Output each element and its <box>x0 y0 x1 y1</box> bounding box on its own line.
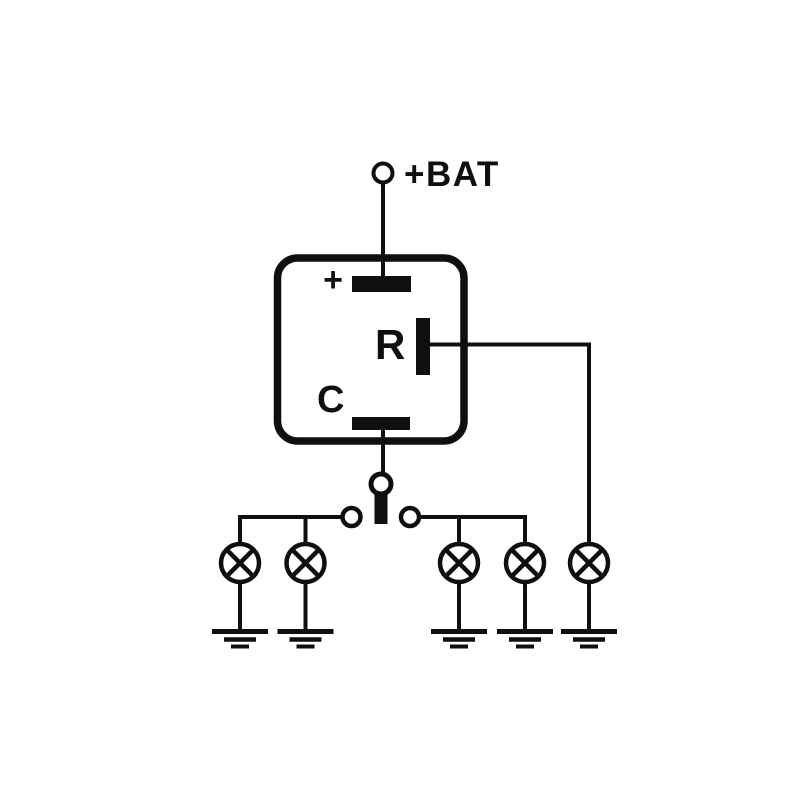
plus-terminal-label: + <box>323 261 343 299</box>
r-terminal-label: R <box>375 321 405 368</box>
lamp-cross <box>444 548 474 578</box>
c-terminal-bar <box>352 417 410 430</box>
lamp-3 <box>437 541 481 632</box>
ground-3 <box>431 629 487 649</box>
right-branch-wiring <box>419 515 527 545</box>
plus-terminal-bar <box>352 276 411 292</box>
switch-lever <box>374 494 388 524</box>
ground-5 <box>561 629 617 649</box>
wire-r-to-lamp5 <box>430 342 591 546</box>
ground-2 <box>277 629 334 649</box>
battery-label: +BAT <box>404 155 500 194</box>
relay-box: + R C <box>273 254 468 445</box>
wire-left-branch <box>238 515 342 545</box>
c-terminal-label: C <box>317 379 344 421</box>
wire-right-branch <box>419 515 527 545</box>
battery-terminal-icon <box>371 161 395 185</box>
lamp-5 <box>567 541 611 632</box>
relay-outline <box>273 254 468 445</box>
lamp-4 <box>503 541 547 632</box>
left-branch-wiring <box>238 515 342 545</box>
ground-1 <box>212 629 268 649</box>
battery-feed: +BAT <box>371 155 500 278</box>
r-terminal-bar <box>416 318 430 375</box>
lamp-cross <box>510 548 540 578</box>
switch-common-terminal-icon <box>368 471 394 497</box>
lamp-cross <box>574 548 604 578</box>
lamp-cross <box>290 548 321 578</box>
switch-left-contact-icon <box>340 505 363 529</box>
lamp-2 <box>284 541 327 632</box>
switch-right-contact-icon <box>398 505 422 529</box>
lamp-cross <box>225 548 255 578</box>
turn-signal-switch <box>340 471 422 529</box>
lamp-1 <box>218 541 262 632</box>
ground-4 <box>497 629 553 649</box>
